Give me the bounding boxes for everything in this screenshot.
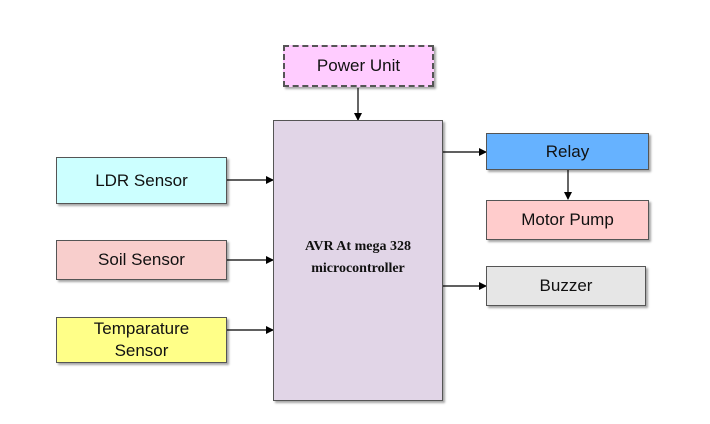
ldr-sensor-block: LDR Sensor [56, 157, 227, 204]
motor-pump-label: Motor Pump [521, 210, 614, 229]
relay-block: Relay [486, 133, 649, 170]
relay-label: Relay [545, 141, 590, 161]
temperature-sensor-label: Temparature Sensor [93, 319, 190, 360]
microcontroller-label: AVR At mega 328 microcontroller [305, 238, 411, 276]
soil-sensor-label: Soil Sensor [98, 250, 185, 269]
microcontroller-block: AVR At mega 328 microcontroller [273, 120, 443, 401]
ldr-sensor-label: LDR Sensor [95, 170, 188, 190]
buzzer-block: Buzzer [486, 266, 646, 306]
motor-pump-block: Motor Pump [486, 200, 649, 240]
buzzer-label: Buzzer [539, 276, 593, 295]
soil-sensor-block: Soil Sensor [56, 240, 227, 280]
power-unit-block: Power Unit [283, 45, 434, 87]
power-unit-label: Power Unit [316, 56, 401, 75]
temperature-sensor-block: Temparature Sensor [56, 317, 227, 363]
